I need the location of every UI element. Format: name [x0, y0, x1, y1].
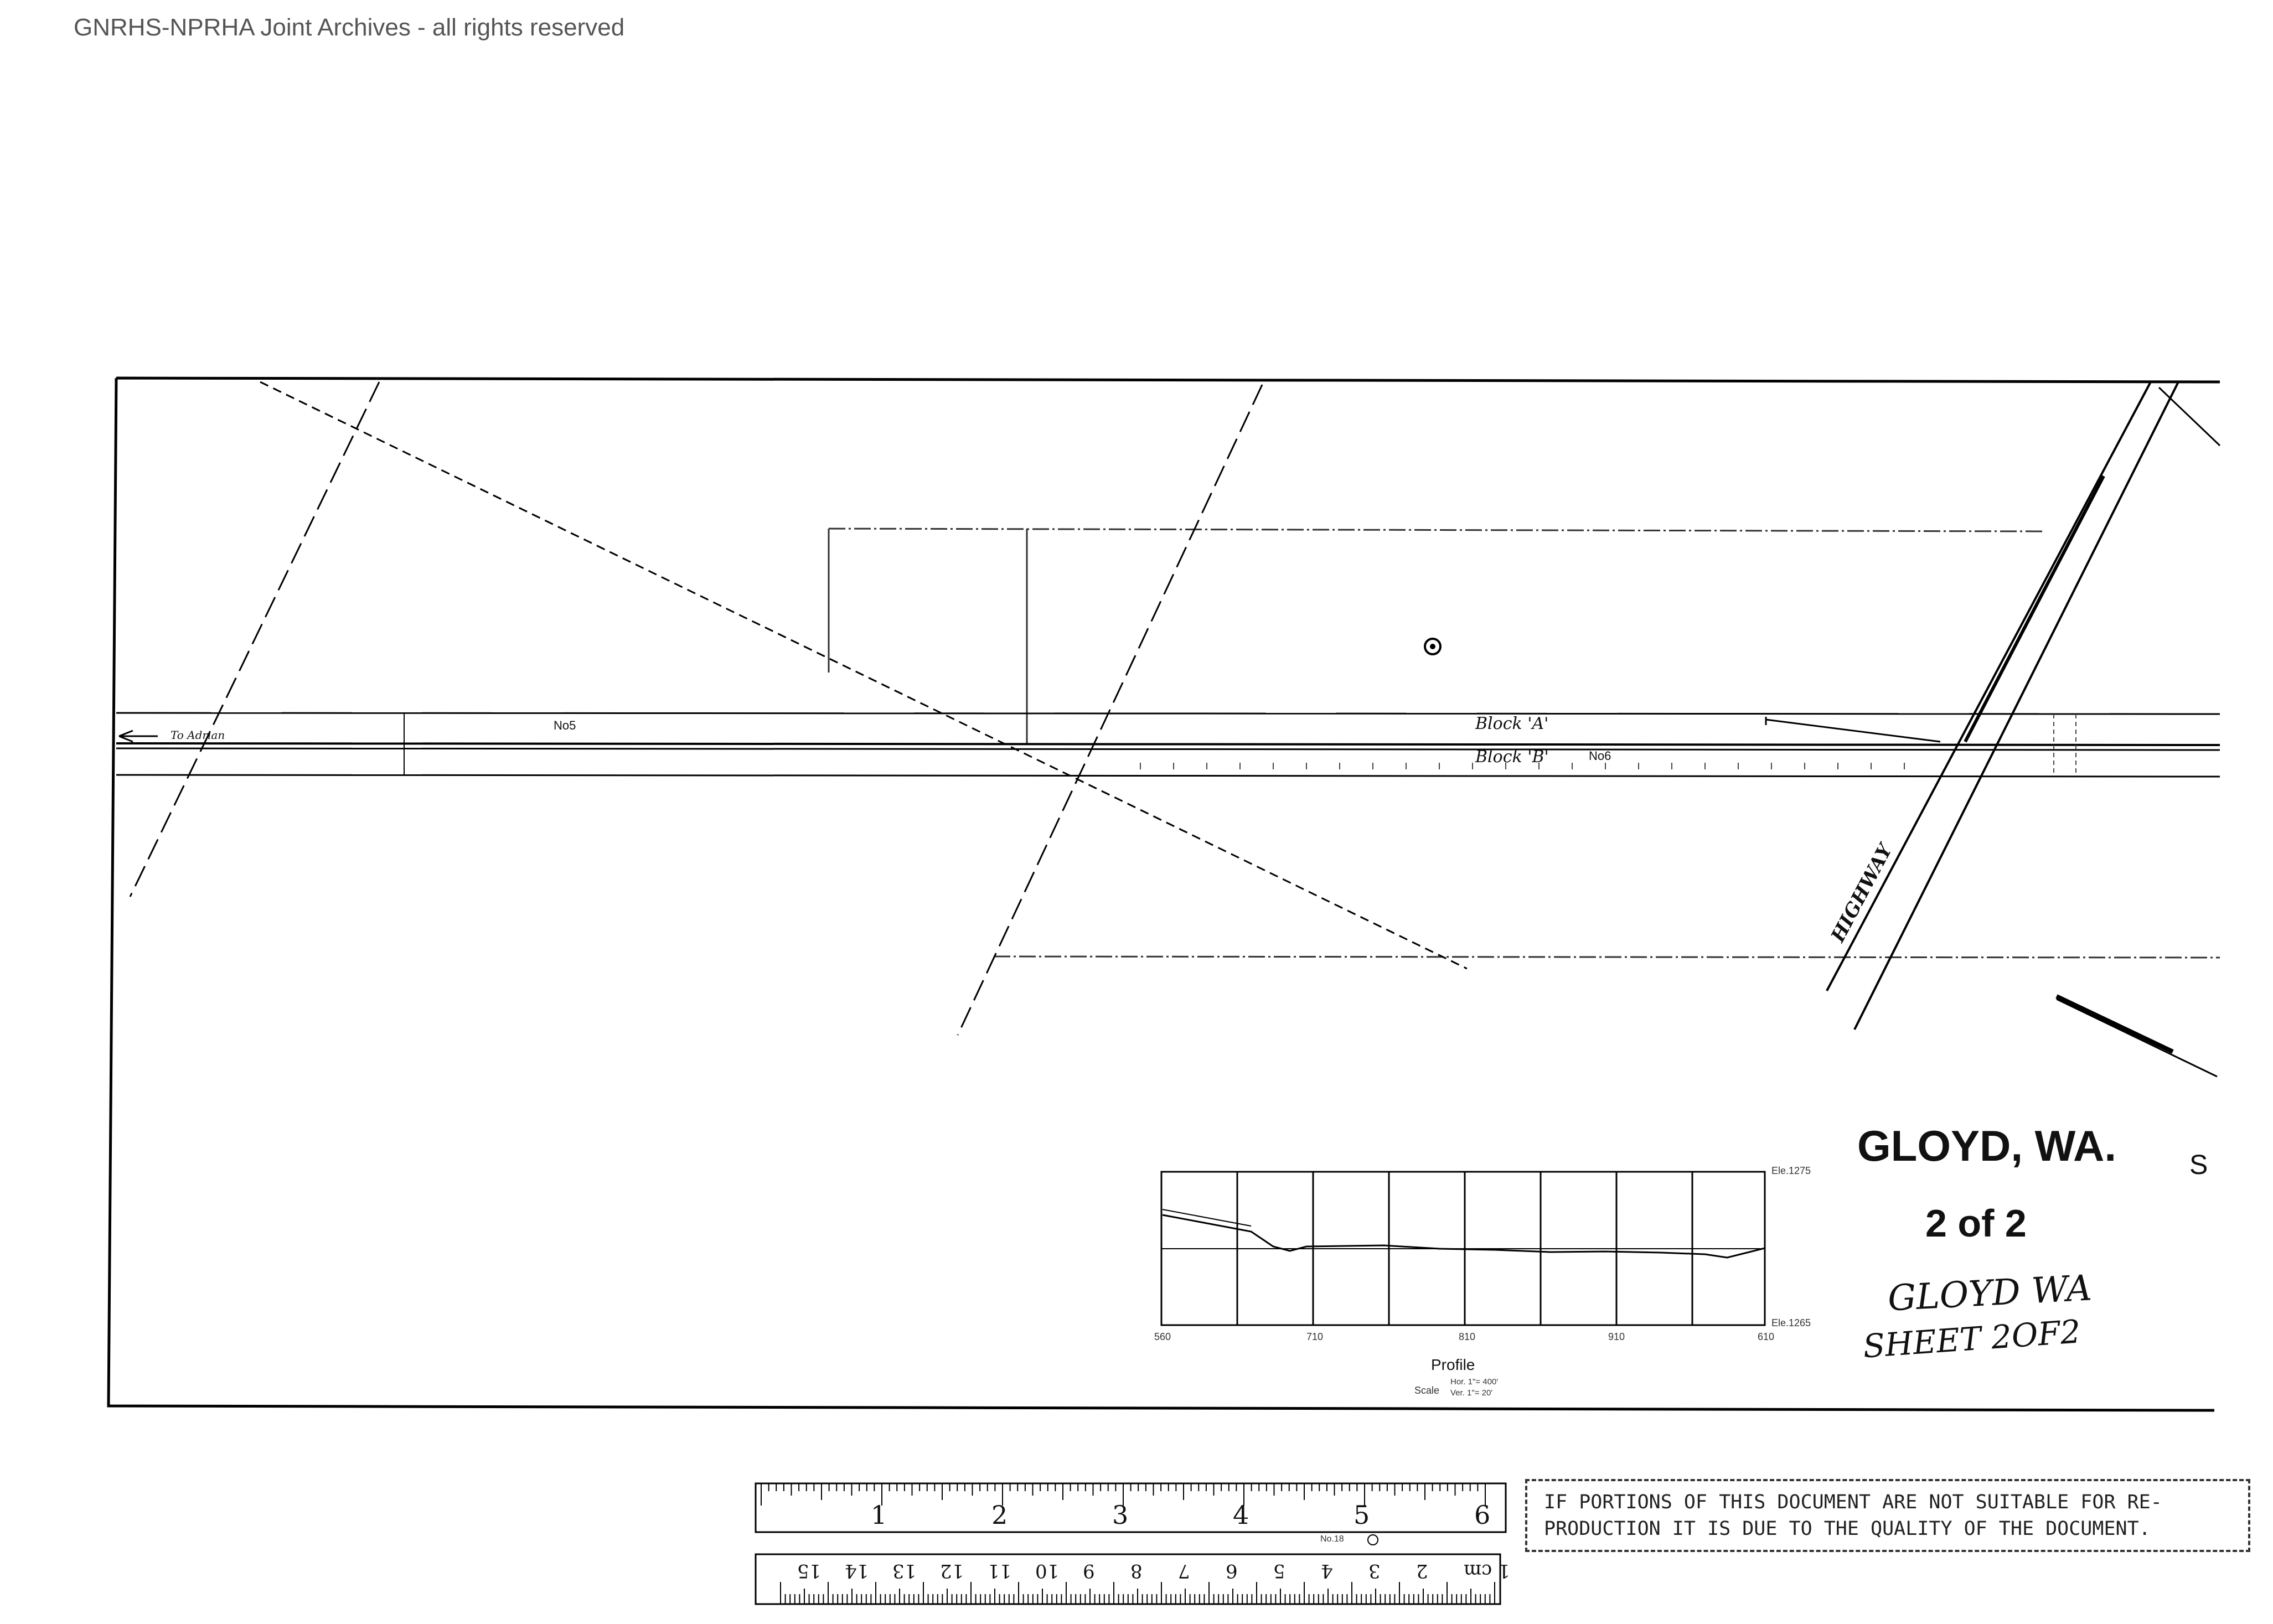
profile-tick-0: 560 [1154, 1331, 1171, 1342]
ruler-cm-number: 4 [1321, 1560, 1333, 1582]
profile-grid [1160, 1171, 1766, 1326]
track-6 [116, 747, 2220, 751]
margin-mark: S [2189, 1149, 2208, 1180]
line-survey-diagonal [260, 381, 1468, 970]
ruler-model: No.18 [1320, 1534, 1344, 1544]
to-adrian-arrow [118, 730, 158, 743]
profile-elev-bottom: Ele.1265 [1771, 1317, 1811, 1328]
spur-track [1765, 718, 1941, 743]
ruler-cm-number: 5 [1273, 1560, 1285, 1582]
line-survey-center [957, 384, 1263, 1036]
ruler-cm-number: 14 [845, 1560, 869, 1582]
survey-marker-circle [1424, 638, 1442, 655]
block-a-label: Block 'A' [1475, 714, 1549, 733]
highway-edge-2 [1853, 381, 2179, 1030]
track-5-label: No5 [554, 718, 576, 732]
profile-ground-line [1162, 1214, 1765, 1259]
row-line-top [116, 712, 2220, 715]
highway-edge-1 [1826, 381, 2152, 991]
ruler-cm-number: 15 [797, 1560, 822, 1582]
to-adrian-label: To Adrian [171, 728, 225, 742]
quality-stamp: IF PORTIONS OF THIS DOCUMENT ARE NOT SUI… [1525, 1479, 2250, 1552]
measurement-ruler [755, 1482, 1507, 1605]
ruler-cm-number: 3 [1368, 1560, 1381, 1582]
profile-scale-ver: Ver. 1"= 20' [1450, 1388, 1493, 1398]
profile-tick-1: 710 [1306, 1331, 1324, 1342]
title-sheet-number: 2 of 2 [1925, 1202, 2027, 1245]
profile-tick-3: 910 [1608, 1331, 1625, 1342]
line-survey-left [129, 381, 380, 897]
property-line-upper [828, 527, 2043, 532]
stamp-line-2: PRODUCTION IT IS DUE TO THE QUALITY OF T… [1544, 1518, 2151, 1540]
profile-label: Profile [1431, 1356, 1475, 1373]
track-6-label: No6 [1589, 749, 1611, 763]
ruler-cm-number: 12 [940, 1560, 964, 1582]
ruler-inch-number: 4 [1233, 1500, 1249, 1530]
profile-scale-word: Scale [1414, 1385, 1440, 1396]
ruler-inch-number: 6 [1474, 1500, 1491, 1530]
profile-tick-4: 610 [1758, 1331, 1775, 1342]
sheet-border [107, 376, 2220, 1412]
track-5 [116, 742, 2220, 746]
ruler-inch-number: 3 [1112, 1500, 1129, 1530]
ruler-cm-number: 1 cm [1464, 1560, 1510, 1582]
profile-tick-2: 810 [1459, 1331, 1476, 1342]
profile-scale-hor: Hor. 1"= 400' [1450, 1377, 1499, 1387]
ruler-inch-number: 2 [991, 1500, 1008, 1530]
archive-watermark: GNRHS-NPRHA Joint Archives - all rights … [74, 14, 625, 41]
block-b-label: Block 'B' [1475, 747, 1549, 767]
ruler-cm-number: 7 [1178, 1560, 1190, 1582]
row-line-bottom [116, 774, 2220, 778]
title-place: GLOYD, WA. [1857, 1121, 2116, 1170]
ruler-cm-number: 13 [892, 1560, 917, 1582]
ruler-cm-number: 8 [1130, 1560, 1143, 1582]
profile-elev-top: Ele.1275 [1771, 1165, 1811, 1176]
ruler-inch-number: 1 [871, 1500, 887, 1530]
ruler-cm-number: 11 [988, 1560, 1012, 1582]
stamp-line-1: IF PORTIONS OF THIS DOCUMENT ARE NOT SUI… [1544, 1491, 2162, 1513]
ruler-inch-number: 5 [1354, 1500, 1370, 1530]
property-line-lower [993, 955, 2220, 959]
ruler-cm-number: 2 [1416, 1560, 1428, 1582]
ruler-cm-number: 6 [1226, 1560, 1238, 1582]
ruler-cm-number: 10 [1035, 1560, 1060, 1582]
ruler-cm-number: 9 [1083, 1560, 1095, 1582]
